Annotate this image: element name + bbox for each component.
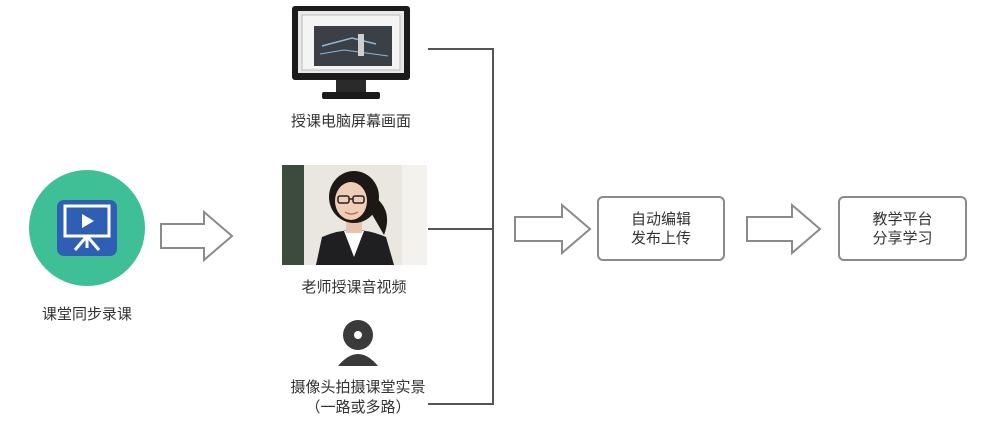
process-line1: 自动编辑 — [630, 209, 691, 228]
arrow-inputs-to-process — [514, 202, 592, 256]
source-node — [29, 170, 145, 286]
computer-monitor-icon — [292, 6, 410, 99]
camera-person-icon — [338, 320, 378, 366]
source-label: 课堂同步录课 — [41, 305, 132, 323]
input-teacher-label: 老师授课音视频 — [301, 278, 407, 296]
input-screen-node — [292, 6, 410, 102]
input-camera-node — [334, 318, 382, 366]
arrow-source-to-inputs — [160, 209, 234, 263]
output-box: 教学平台 分享学习 — [838, 196, 967, 261]
arrow-process-to-output — [746, 202, 822, 256]
process-line2: 发布上传 — [630, 228, 691, 247]
input-camera-label-line2: （一路或多路） — [305, 398, 411, 416]
input-screen-label: 授课电脑屏幕画面 — [290, 112, 411, 130]
process-box: 自动编辑 发布上传 — [597, 196, 725, 261]
output-line2: 分享学习 — [872, 228, 933, 247]
input-camera-label-line1: 摄像头拍摄课堂实景 — [290, 378, 426, 396]
presentation-screen-icon — [29, 170, 145, 286]
teacher-photo — [282, 165, 427, 265]
input-teacher-node — [282, 165, 427, 265]
output-line1: 教学平台 — [872, 209, 933, 228]
connector-from-screen — [428, 48, 494, 405]
